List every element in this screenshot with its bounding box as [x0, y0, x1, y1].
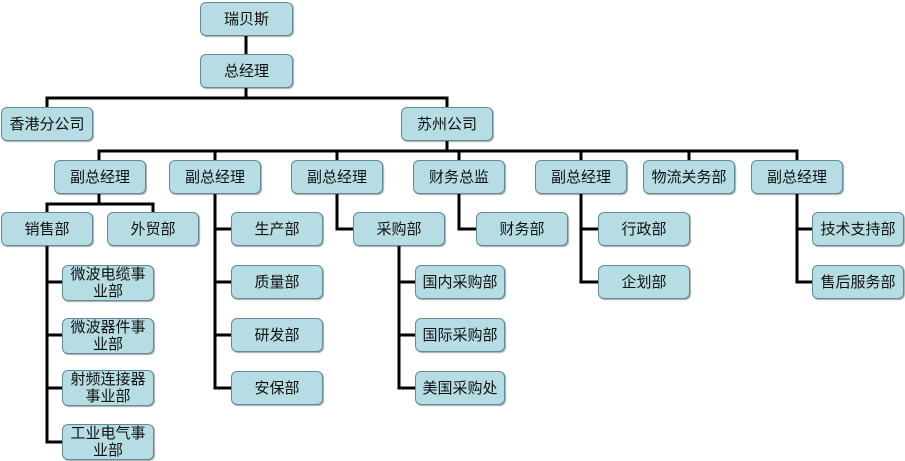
- node-label: 副总经理: [306, 167, 367, 186]
- node-label: 工业电气事业部: [70, 424, 146, 459]
- node-label: 售后服务部: [820, 272, 896, 291]
- node-admin-dept: 行政部: [598, 212, 690, 246]
- node-us-purchasing: 美国采购处: [415, 371, 505, 405]
- node-domestic-purchasing: 国内采购部: [415, 265, 505, 299]
- node-finance-dept: 财务部: [476, 212, 568, 246]
- node-label: 物流关务部: [651, 167, 727, 186]
- node-label: 安保部: [254, 378, 300, 397]
- node-label: 射频连接器事业部: [70, 370, 146, 405]
- node-purchasing-dept: 采购部: [353, 212, 445, 246]
- node-label: 销售部: [24, 219, 70, 238]
- node-vice-general-manager-2: 副总经理: [169, 160, 261, 194]
- node-label: 副总经理: [184, 167, 245, 186]
- node-label: 国际采购部: [422, 325, 498, 344]
- node-planning-dept: 企划部: [598, 265, 690, 299]
- node-industrial-electric-division: 工业电气事业部: [62, 424, 154, 460]
- node-tech-support-dept: 技术支持部: [812, 212, 904, 246]
- node-microwave-cable-division: 微波电缆事业部: [62, 265, 154, 301]
- node-label: 副总经理: [69, 167, 130, 186]
- node-label: 技术支持部: [820, 219, 896, 238]
- node-microwave-device-division: 微波器件事业部: [62, 318, 154, 354]
- node-label: 研发部: [254, 325, 300, 344]
- node-vice-general-manager-4: 副总经理: [535, 160, 627, 194]
- node-label: 微波器件事业部: [70, 318, 146, 353]
- node-rnd-dept: 研发部: [231, 318, 323, 352]
- node-logistics-customs: 物流关务部: [643, 160, 735, 194]
- node-label: 行政部: [621, 219, 667, 238]
- node-label: 财务部: [499, 219, 545, 238]
- node-intl-purchasing: 国际采购部: [415, 318, 505, 352]
- node-label: 副总经理: [550, 167, 611, 186]
- node-label: 副总经理: [766, 167, 827, 186]
- node-finance-director: 财务总监: [413, 160, 505, 194]
- node-label: 香港分公司: [9, 114, 85, 133]
- node-security-dept: 安保部: [231, 371, 323, 405]
- node-label: 企划部: [621, 272, 667, 291]
- node-label: 瑞贝斯: [223, 9, 269, 28]
- node-label: 总经理: [223, 61, 269, 80]
- node-label: 苏州公司: [416, 114, 477, 133]
- node-suzhou-company: 苏州公司: [401, 107, 493, 141]
- node-label: 财务总监: [428, 167, 489, 186]
- node-general-manager: 总经理: [200, 54, 293, 88]
- node-ruibeisi: 瑞贝斯: [200, 2, 293, 36]
- node-hongkong-branch: 香港分公司: [1, 107, 93, 141]
- node-label: 美国采购处: [422, 378, 498, 397]
- node-production-dept: 生产部: [231, 212, 323, 246]
- node-label: 外贸部: [130, 219, 176, 238]
- node-label: 国内采购部: [422, 272, 498, 291]
- node-vice-general-manager-3: 副总经理: [291, 160, 383, 194]
- node-label: 采购部: [376, 219, 422, 238]
- node-label: 质量部: [254, 272, 300, 291]
- node-label: 微波电缆事业部: [70, 265, 146, 300]
- node-vice-general-manager-1: 副总经理: [54, 160, 146, 194]
- node-vice-general-manager-5: 副总经理: [751, 160, 843, 194]
- node-sales-dept: 销售部: [1, 212, 93, 246]
- node-quality-dept: 质量部: [231, 265, 323, 299]
- node-foreign-trade-dept: 外贸部: [107, 212, 199, 246]
- node-after-sales-dept: 售后服务部: [812, 265, 904, 299]
- node-rf-connector-division: 射频连接器事业部: [62, 370, 154, 406]
- node-label: 生产部: [254, 219, 300, 238]
